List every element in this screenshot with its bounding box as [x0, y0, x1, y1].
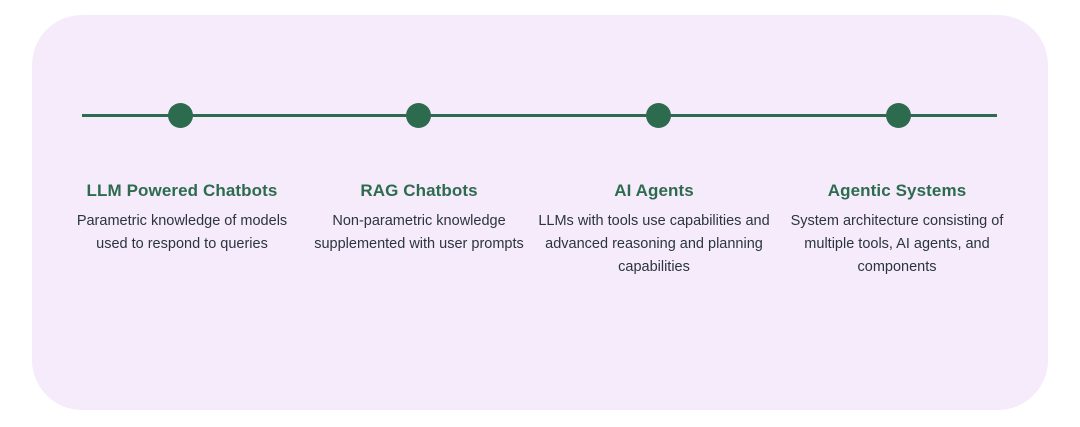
milestone-title-2: RAG Chatbots — [360, 181, 478, 200]
milestone-description-1: Parametric knowledge of models used to r… — [76, 213, 288, 252]
timeline-axis-line — [82, 114, 997, 117]
milestone-block-1: LLM Powered Chatbots Parametric knowledg… — [57, 180, 307, 256]
milestone-title-1: LLM Powered Chatbots — [86, 181, 278, 200]
milestone-description-4: System architecture consisting of multip… — [790, 213, 1004, 275]
milestone-title-3: AI Agents — [614, 181, 694, 200]
milestone-title-4: Agentic Systems — [827, 181, 967, 200]
milestone-block-2: RAG Chatbots Non-parametric knowledge su… — [294, 180, 544, 256]
timeline-dot-3 — [646, 103, 671, 128]
timeline-dot-4 — [886, 103, 911, 128]
timeline-dot-2 — [406, 103, 431, 128]
milestone-block-4: Agentic Systems System architecture cons… — [772, 180, 1022, 279]
diagram-panel-background — [32, 15, 1048, 410]
milestone-block-3: AI Agents LLMs with tools use capabiliti… — [529, 180, 779, 279]
milestone-description-2: Non-parametric knowledge supplemented wi… — [314, 213, 524, 252]
timeline-dot-1 — [168, 103, 193, 128]
milestone-description-3: LLMs with tools use capabilities and adv… — [538, 213, 770, 275]
